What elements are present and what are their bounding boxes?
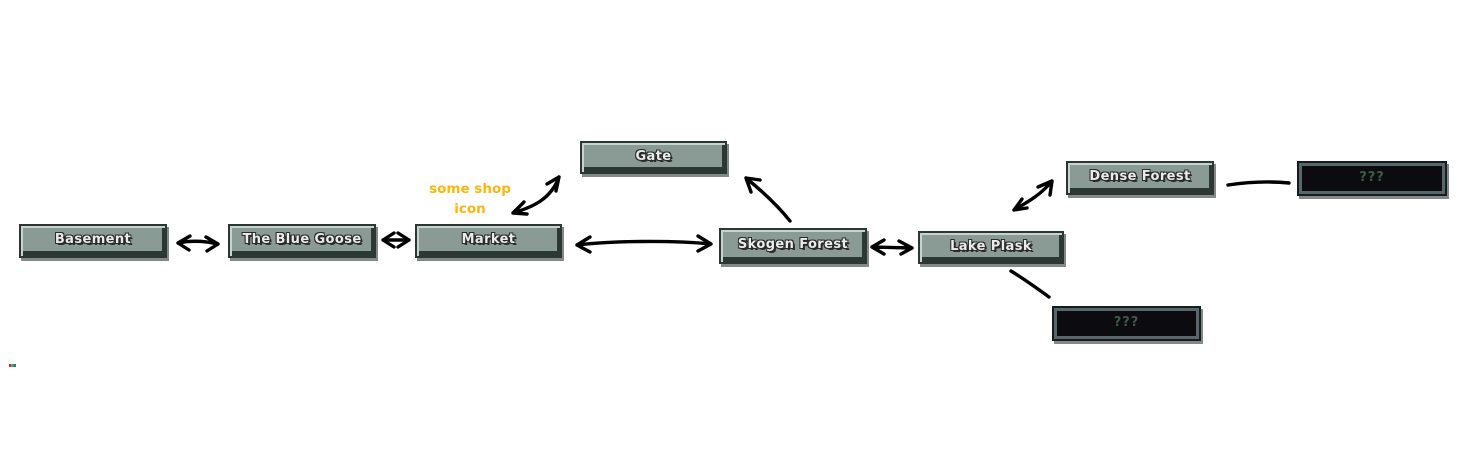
node-label: Skogen Forest [737, 237, 849, 252]
arrow-skogen-gate [744, 176, 792, 223]
arrow-market-gate [511, 175, 561, 216]
map-node-gate[interactable]: Gate [580, 141, 727, 174]
node-label: Market [461, 232, 516, 247]
node-label: Basement [54, 232, 132, 247]
node-label: Lake Plask [950, 238, 1032, 254]
arrow-basement-bluegoose [176, 234, 220, 253]
map-node-lake-plask[interactable]: Lake Plask [918, 231, 1064, 264]
annotation-line-1: some shop [429, 181, 511, 197]
map-node-market[interactable]: Market [415, 224, 562, 258]
line-lakeplask-unknown [1009, 269, 1051, 299]
shop-icon-annotation: some shop icon [422, 180, 518, 219]
arrow-bluegoose-market [381, 231, 411, 249]
node-label: The Blue Goose [242, 232, 362, 247]
node-label: Dense Forest [1089, 169, 1191, 184]
annotation-line-2: icon [454, 200, 486, 217]
node-label: ??? [1113, 314, 1140, 330]
stray-pixel-artifact [9, 364, 16, 367]
arrow-skogen-lakeplask [870, 238, 914, 256]
map-node-blue-goose[interactable]: The Blue Goose [228, 224, 376, 258]
map-node-unknown-east[interactable]: ??? [1297, 161, 1447, 196]
line-denseforest-unknown [1226, 180, 1291, 187]
arrow-lakeplask-denseforest [1012, 179, 1054, 212]
node-label: ??? [1359, 169, 1385, 185]
map-node-unknown-south[interactable]: ??? [1052, 306, 1201, 341]
map-node-dense-forest[interactable]: Dense Forest [1066, 161, 1214, 195]
node-label: Gate [635, 148, 672, 164]
map-node-skogen-forest[interactable]: Skogen Forest [719, 228, 867, 264]
map-node-basement[interactable]: Basement [19, 224, 167, 258]
arrow-market-skogen [575, 234, 713, 254]
